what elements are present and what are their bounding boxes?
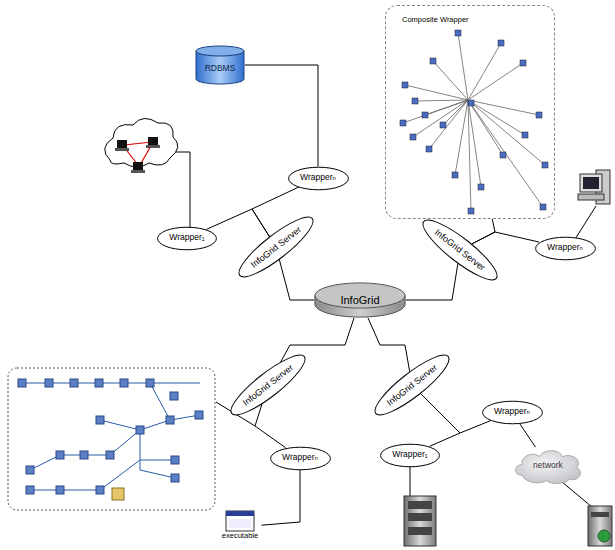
node-label: Wrapperₙ: [300, 173, 336, 183]
server-ellipse: InfoGrid Server: [232, 209, 321, 286]
executable-icon: executable: [219, 510, 262, 545]
node-label: InfoGrid: [340, 294, 379, 307]
server-tower: [404, 496, 436, 546]
server: [588, 506, 612, 546]
connector-line: [472, 232, 539, 244]
node-label: InfoGrid Server: [249, 224, 303, 270]
connector-line: [245, 65, 318, 167]
network-cloud: network: [512, 446, 584, 486]
node-label: InfoGrid Server: [241, 362, 295, 408]
window-icon: [225, 510, 255, 532]
wrapper-ellipse: Wrapper₁: [157, 227, 217, 250]
wrapper-ellipse: Wrapper₁: [380, 444, 440, 467]
node-label: Wrapperₙ: [282, 453, 318, 463]
wrapper-ellipse: Wrapperₙ: [270, 447, 331, 470]
p2p-cloud: [105, 118, 178, 173]
connector-line: [255, 404, 286, 448]
node-label: network: [533, 461, 563, 471]
node-label: Wrapper₁: [169, 233, 204, 243]
composite-wrapper-frame: Composite Wrapper: [385, 5, 555, 219]
connector-line: [262, 470, 301, 526]
server-ellipse: InfoGrid Server: [416, 212, 505, 289]
desktop-computer: [578, 170, 610, 204]
database-cylinder: RDBMS: [195, 45, 245, 85]
node-label: InfoGrid Server: [433, 227, 487, 273]
infogrid-disk: InfoGrid: [314, 282, 406, 318]
connector-line: [421, 394, 461, 447]
connector-line: [368, 318, 410, 372]
workflow-panel: [8, 368, 215, 510]
wrapper-ellipse: Wrapperₙ: [482, 401, 543, 424]
wire: [167, 152, 598, 512]
node-label: RDBMS: [205, 64, 236, 74]
connector-line: [281, 318, 354, 362]
connector-line: [421, 394, 492, 434]
connector-line: [279, 260, 314, 301]
wrapper-ellipse: Wrapperₙ: [535, 237, 596, 260]
connector-line: [519, 423, 535, 447]
server-ellipse: InfoGrid Server: [368, 347, 457, 424]
wrapper-ellipse: Wrapperₙ: [288, 167, 349, 190]
server-ellipse: InfoGrid Server: [224, 347, 313, 424]
node-label: Wrapperₙ: [547, 243, 583, 253]
node-label: Wrapperₙ: [494, 407, 530, 417]
node-label: Composite Wrapper: [400, 16, 471, 25]
node-label: executable: [222, 532, 258, 541]
connector-line: [207, 209, 270, 237]
connector-line: [406, 263, 458, 300]
connector-line: [472, 219, 495, 244]
node-label: InfoGrid Server: [385, 362, 439, 408]
node-label: Wrapper₁: [392, 450, 427, 460]
composite-tree: [400, 30, 548, 214]
